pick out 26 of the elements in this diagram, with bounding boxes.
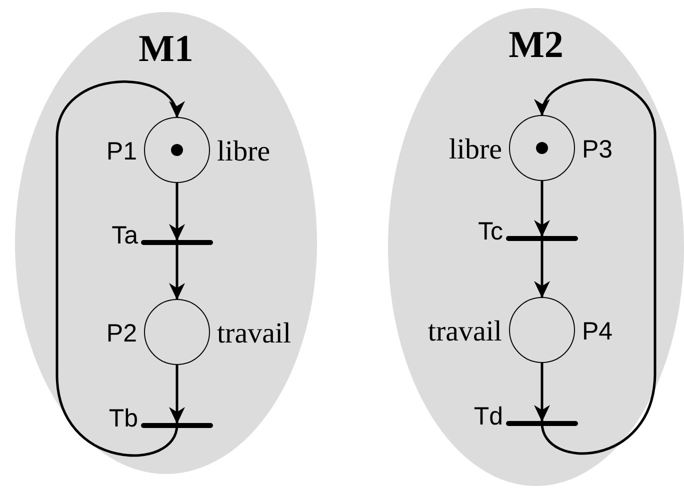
transition-bar [141, 422, 213, 428]
state-label: libre [448, 136, 502, 164]
arc-arrow [169, 244, 185, 300]
arc-arrow [56, 80, 182, 457]
transition-label: Ta [112, 224, 138, 248]
arc-arrow [534, 363, 550, 422]
transition-label: Td [474, 404, 503, 430]
transition-label: Tc [478, 220, 503, 244]
place-label: P1 [106, 140, 137, 164]
transition-bar [141, 240, 213, 244]
state-label: travail [428, 318, 502, 346]
state-label: travail [217, 320, 292, 348]
transition-bar [506, 420, 578, 426]
transition-bar [506, 236, 578, 240]
arc-arrow [169, 183, 185, 241]
arc-arrow [534, 240, 550, 298]
place-label: P2 [106, 322, 137, 346]
region-title: M2 [508, 26, 564, 64]
transition-label: Tb [108, 406, 138, 432]
arc-arrow [537, 78, 656, 454]
place-label: P4 [582, 320, 613, 344]
place-label: P3 [582, 138, 613, 162]
region-title: M1 [138, 30, 194, 68]
arc-arrow [169, 365, 185, 424]
arc-arrow [534, 181, 550, 237]
state-label: libre [217, 138, 270, 166]
